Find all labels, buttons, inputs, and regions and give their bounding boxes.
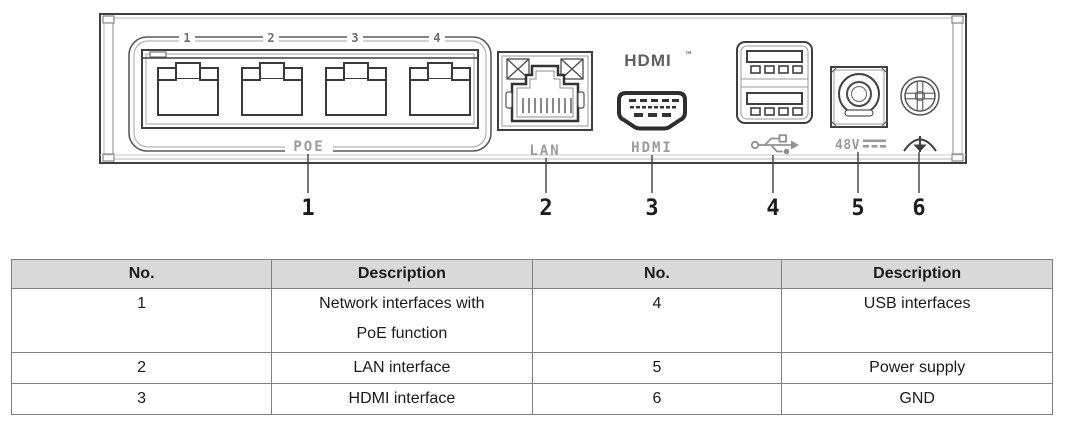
poe-port-number-1: 1 — [183, 31, 190, 45]
led-window — [149, 51, 167, 58]
cell-description: USB interfaces — [781, 288, 1053, 353]
column-header-no-left: No. — [10, 259, 273, 289]
power-jack-icon — [830, 66, 888, 128]
callout-lines — [307, 152, 920, 193]
callout-3: 3 — [645, 196, 658, 221]
rj45-poe-ports — [157, 62, 471, 116]
table-header-row: No. Description No. Description — [10, 259, 1053, 289]
cell-no: 6 — [531, 383, 783, 415]
poe-port-number-3: 3 — [351, 31, 358, 45]
power-voltage-label: 48V — [835, 138, 860, 153]
ground-icon — [903, 136, 937, 152]
callout-1: 1 — [301, 196, 314, 221]
column-header-no-right: No. — [531, 259, 783, 289]
lan-label: LAN — [529, 143, 560, 159]
cell-no: 3 — [10, 383, 273, 415]
table-row: 1 Network interfaces with PoE function 4… — [10, 288, 1053, 353]
column-header-desc-right: Description — [781, 259, 1053, 289]
cell-no: 5 — [531, 352, 783, 384]
cell-no: 1 — [10, 288, 273, 353]
hdmi-section: HDMI ™ HDMI — [617, 51, 691, 156]
callout-4: 4 — [766, 196, 779, 221]
rj45-port-icon — [325, 62, 387, 116]
table-row: 3 HDMI interface 6 GND — [10, 383, 1053, 415]
hdmi-tm-mark: ™ — [685, 51, 691, 61]
cell-description: HDMI interface — [271, 383, 533, 415]
rear-panel-diagram: 1 2 3 4 — [99, 13, 967, 221]
callout-2: 2 — [539, 196, 552, 221]
hdmi-logo: HDMI — [624, 51, 671, 70]
poe-port-number-4: 4 — [433, 31, 440, 45]
cell-description: Power supply — [781, 352, 1053, 384]
callout-6: 6 — [912, 196, 925, 221]
power-rating: 48V — [835, 138, 886, 153]
hdmi-label: HDMI — [631, 140, 673, 156]
poe-port-numbers: 1 2 3 4 — [179, 30, 445, 45]
cell-description: GND — [781, 383, 1053, 415]
poe-port-group: 1 2 3 4 — [128, 30, 492, 155]
rj45-port-icon — [241, 62, 303, 116]
interface-table: No. Description No. Description 1 Networ… — [10, 259, 1053, 415]
table-row: 2 LAN interface 5 Power supply — [10, 352, 1053, 384]
gnd-screw-icon — [900, 76, 940, 152]
poe-label: POE — [293, 139, 324, 155]
dc-symbol-icon — [863, 139, 886, 148]
usb-ports-icon — [736, 41, 813, 124]
callout-5: 5 — [851, 196, 864, 221]
cell-description: LAN interface — [271, 352, 533, 384]
cell-description: Network interfaces with PoE function — [271, 288, 533, 353]
poe-port-number-2: 2 — [267, 31, 274, 45]
cell-no: 4 — [531, 288, 783, 353]
usb-icon — [750, 134, 799, 155]
column-header-desc-left: Description — [271, 259, 533, 289]
lan-port-icon: LAN — [497, 51, 593, 159]
hdmi-port-icon — [617, 91, 687, 131]
rj45-port-icon — [409, 62, 471, 116]
callout-numbers: 1 2 3 4 5 6 — [301, 196, 925, 221]
cell-no: 2 — [10, 352, 273, 384]
rj45-port-icon — [157, 62, 219, 116]
